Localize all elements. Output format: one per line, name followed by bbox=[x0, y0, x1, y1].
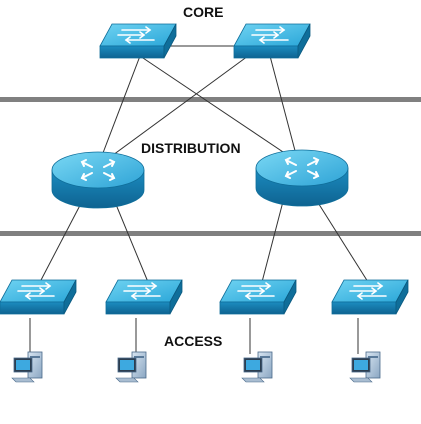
uplink-dist-left-core-left bbox=[97, 55, 141, 167]
switch-icon bbox=[105, 279, 183, 315]
workstation-icon bbox=[349, 351, 381, 383]
switch-icon bbox=[219, 279, 297, 315]
core-distribution-divider bbox=[0, 97, 421, 102]
router-icon bbox=[51, 151, 145, 209]
router-icon bbox=[255, 149, 349, 207]
downlink-dist-right-access-4 bbox=[309, 189, 369, 283]
uplink-dist-left-core-right bbox=[97, 55, 249, 167]
switch-icon bbox=[233, 23, 311, 59]
switch-icon bbox=[99, 23, 177, 59]
uplink-dist-right-core-right bbox=[269, 55, 299, 163]
switch-icon bbox=[0, 279, 77, 315]
workstation-icon bbox=[241, 351, 273, 383]
downlink-dist-right-access-3 bbox=[261, 189, 287, 283]
switch-icon bbox=[331, 279, 409, 315]
distribution-access-divider bbox=[0, 231, 421, 236]
access-layer-label: ACCESS bbox=[164, 333, 222, 349]
workstation-icon bbox=[11, 351, 43, 383]
workstation-icon bbox=[115, 351, 147, 383]
distribution-layer-label: DISTRIBUTION bbox=[141, 140, 241, 156]
uplink-dist-right-core-left bbox=[139, 55, 299, 163]
core-layer-label: CORE bbox=[183, 4, 223, 20]
